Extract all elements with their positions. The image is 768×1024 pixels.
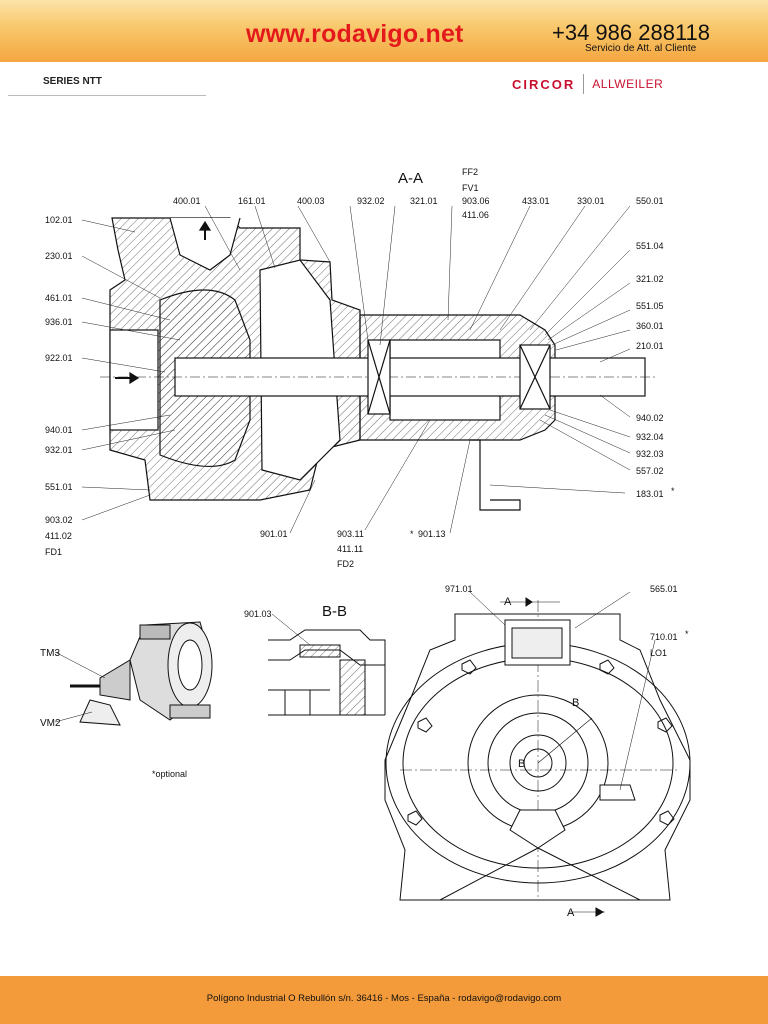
star-901-13: * xyxy=(410,529,414,539)
label-vm2: VM2 xyxy=(40,718,61,729)
label-551-05: 551.05 xyxy=(636,301,664,311)
label-b-upper: B xyxy=(572,697,579,709)
label-a-bottom: A xyxy=(567,907,575,919)
label-230-01: 230.01 xyxy=(45,251,73,261)
brand-logo: CIRCOR ALLWEILER xyxy=(512,74,663,94)
label-932-01: 932.01 xyxy=(45,445,73,455)
label-lo1: LO1 xyxy=(650,648,667,658)
label-210-01: 210.01 xyxy=(636,341,664,351)
label-fd1: FD1 xyxy=(45,547,62,557)
label-330-01: 330.01 xyxy=(577,196,605,206)
label-940-01: 940.01 xyxy=(45,425,73,435)
label-411-02: 411.02 xyxy=(45,531,72,541)
label-tm3: TM3 xyxy=(40,648,60,659)
section-aa-drawing xyxy=(100,217,655,511)
fv1-label: FV1 xyxy=(462,183,479,193)
label-551-04: 551.04 xyxy=(636,241,664,251)
label-901-03: 901.03 xyxy=(244,609,272,619)
label-557-02: 557.02 xyxy=(636,466,664,476)
section-bb-detail xyxy=(268,613,386,716)
label-565-01: 565.01 xyxy=(650,584,678,594)
website-link[interactable]: www.rodavigo.net xyxy=(246,20,464,48)
label-161-01: 161.01 xyxy=(238,196,266,206)
optional-note: *optional xyxy=(152,769,187,779)
footer-address: Polígono Industrial O Rebullón s/n. 3641… xyxy=(206,993,562,1004)
label-fd2: FD2 xyxy=(337,559,354,569)
label-b-lower: B xyxy=(518,758,525,770)
label-a-top: A xyxy=(504,596,512,608)
header-banner: www.rodavigo.net +34 986 288118 Servicio… xyxy=(0,0,768,62)
logo-divider xyxy=(583,74,585,94)
label-400-03: 400.03 xyxy=(297,196,325,206)
label-321-02: 321.02 xyxy=(636,274,664,284)
star-710: * xyxy=(685,629,689,639)
label-903-02: 903.02 xyxy=(45,515,73,525)
label-411-06: 411.06 xyxy=(462,210,489,220)
front-view xyxy=(384,591,691,917)
ff2-label: FF2 xyxy=(462,167,478,177)
section-aa-label: A-A xyxy=(398,170,423,187)
label-102-01: 102.01 xyxy=(45,215,73,225)
leader-lines xyxy=(81,205,631,534)
label-922-01: 922.01 xyxy=(45,353,73,363)
section-bb-label: B-B xyxy=(322,603,347,620)
label-903-06: 903.06 xyxy=(462,196,490,206)
label-971-01: 971.01 xyxy=(445,584,473,594)
circor-logo: CIRCOR xyxy=(512,76,576,92)
allweiler-logo: ALLWEILER xyxy=(592,77,664,91)
label-936-01: 936.01 xyxy=(45,317,73,327)
label-901-13: 901.13 xyxy=(418,529,446,539)
label-360-01: 360.01 xyxy=(636,321,664,331)
label-903-11: 903.11 xyxy=(337,529,364,539)
label-932-02: 932.02 xyxy=(357,196,385,206)
label-433-01: 433.01 xyxy=(522,196,550,206)
label-551-01: 551.01 xyxy=(45,482,73,492)
label-710-01: 710.01 xyxy=(650,632,678,642)
label-550-01: 550.01 xyxy=(636,196,664,206)
label-932-04: 932.04 xyxy=(636,432,664,442)
label-932-03: 932.03 xyxy=(636,449,664,459)
phone-number: +34 986 288118 xyxy=(552,20,711,45)
label-411-11: 411.11 xyxy=(337,544,363,554)
label-461-01: 461.01 xyxy=(45,293,73,303)
series-title: SERIES NTT xyxy=(43,76,102,87)
isometric-view xyxy=(54,621,213,726)
footer-banner: Polígono Industrial O Rebullón s/n. 3641… xyxy=(0,976,768,1024)
title-divider xyxy=(8,95,206,96)
label-400-01: 400.01 xyxy=(173,196,201,206)
pump-drawing: A-A FF2 FV1 400.01 161.01 400.03 932.02 … xyxy=(40,167,691,919)
label-940-02: 940.02 xyxy=(636,413,664,423)
label-901-01: 901.01 xyxy=(260,529,288,539)
star-183: * xyxy=(671,486,675,496)
label-183-01: 183.01 xyxy=(636,489,664,499)
label-321-01: 321.01 xyxy=(410,196,438,206)
service-text: Servicio de Att. al Cliente xyxy=(585,43,697,54)
